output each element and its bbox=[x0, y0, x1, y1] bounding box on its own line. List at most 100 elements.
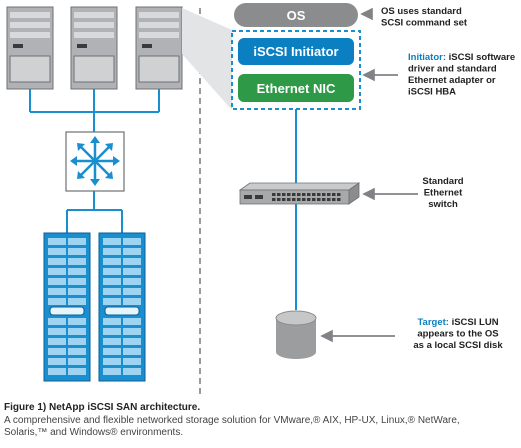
controller-panel bbox=[104, 306, 140, 316]
drive-bay bbox=[103, 298, 121, 305]
os-label: OS bbox=[287, 8, 306, 23]
drive-bay bbox=[48, 298, 66, 305]
drive-bay bbox=[68, 368, 86, 375]
drive-bay bbox=[48, 258, 66, 265]
figure-caption: Figure 1) NetApp iSCSI SAN architecture.… bbox=[4, 402, 516, 440]
server-icon bbox=[70, 6, 118, 90]
switch-port bbox=[287, 193, 291, 196]
switch-port bbox=[322, 198, 326, 201]
drive-bay bbox=[123, 358, 141, 365]
switch-port bbox=[322, 193, 326, 196]
switch-port bbox=[277, 198, 281, 201]
switch-port bbox=[297, 198, 301, 201]
drive-bay bbox=[103, 238, 121, 245]
caption-title: Figure 1) NetApp iSCSI SAN architecture. bbox=[4, 402, 201, 413]
drive-bay bbox=[48, 348, 66, 355]
drive-bay bbox=[103, 268, 121, 275]
drive-bay bbox=[103, 358, 121, 365]
drive-bay bbox=[48, 238, 66, 245]
switch-port bbox=[337, 198, 341, 201]
switch-port bbox=[277, 193, 281, 196]
switch-port bbox=[312, 198, 316, 201]
drive-bay bbox=[68, 358, 86, 365]
switch-port bbox=[332, 198, 336, 201]
switch-uplink-port bbox=[255, 195, 263, 199]
controller-panel bbox=[49, 306, 85, 316]
switch-port bbox=[327, 198, 331, 201]
drive-bay bbox=[123, 328, 141, 335]
network-switch-icon bbox=[65, 131, 125, 192]
switch-port bbox=[282, 193, 286, 196]
drive-bay bbox=[68, 258, 86, 265]
drive-bay bbox=[68, 268, 86, 275]
os-box: OS bbox=[234, 3, 358, 27]
switch-port bbox=[317, 193, 321, 196]
host-zoom-wedge bbox=[182, 8, 232, 110]
switch-port bbox=[302, 198, 306, 201]
drive-bay bbox=[48, 288, 66, 295]
disk-icon bbox=[275, 310, 317, 359]
drive-bay bbox=[123, 368, 141, 375]
drive-bay bbox=[68, 348, 86, 355]
drive-bay bbox=[48, 368, 66, 375]
drive-bay bbox=[48, 358, 66, 365]
drive-bay bbox=[68, 298, 86, 305]
switch-port bbox=[272, 193, 276, 196]
drive-bay bbox=[123, 268, 141, 275]
drive-bay bbox=[123, 348, 141, 355]
ethernet-nic-box: Ethernet NIC bbox=[238, 74, 354, 102]
drive-bay bbox=[68, 248, 86, 255]
switch-port bbox=[302, 193, 306, 196]
switch-port bbox=[287, 198, 291, 201]
storage-array-icon bbox=[43, 232, 91, 382]
ethernet-switch-icon bbox=[238, 182, 361, 205]
switch-port bbox=[312, 193, 316, 196]
drive-bay bbox=[103, 338, 121, 345]
iscsi-initiator-box: iSCSI Initiator bbox=[238, 38, 354, 65]
drive-bay bbox=[103, 278, 121, 285]
drive-bay bbox=[123, 298, 141, 305]
drive-bay bbox=[68, 278, 86, 285]
drive-bay bbox=[103, 368, 121, 375]
drive-bay bbox=[48, 318, 66, 325]
switch-port bbox=[292, 198, 296, 201]
server-icon bbox=[135, 6, 183, 90]
drive-bay bbox=[68, 238, 86, 245]
drive-bay bbox=[48, 248, 66, 255]
drive-bay bbox=[48, 278, 66, 285]
drive-bay bbox=[123, 258, 141, 265]
switch-port bbox=[327, 193, 331, 196]
switch-port bbox=[307, 193, 311, 196]
drive-bay bbox=[123, 278, 141, 285]
initiator-label: iSCSI Initiator bbox=[253, 44, 338, 59]
drive-bay bbox=[103, 348, 121, 355]
switch-uplink-port bbox=[244, 195, 252, 199]
drive-bay bbox=[68, 328, 86, 335]
caption-line-1: A comprehensive and flexible networked s… bbox=[4, 414, 460, 426]
drive-bay bbox=[123, 288, 141, 295]
switch-port bbox=[292, 193, 296, 196]
storage-array-icon bbox=[98, 232, 146, 382]
drive-bay bbox=[123, 248, 141, 255]
drive-bay bbox=[48, 268, 66, 275]
switch-port bbox=[272, 198, 276, 201]
drive-bay bbox=[48, 328, 66, 335]
drive-bay bbox=[68, 318, 86, 325]
nic-label: Ethernet NIC bbox=[257, 81, 336, 96]
switch-port bbox=[297, 193, 301, 196]
switch-port bbox=[332, 193, 336, 196]
switch-port bbox=[337, 193, 341, 196]
switch-port bbox=[307, 198, 311, 201]
drive-bay bbox=[123, 338, 141, 345]
drive-bay bbox=[103, 288, 121, 295]
drive-bay bbox=[103, 328, 121, 335]
drive-bay bbox=[103, 248, 121, 255]
drive-bay bbox=[103, 318, 121, 325]
drive-bay bbox=[68, 338, 86, 345]
switch-port bbox=[317, 198, 321, 201]
